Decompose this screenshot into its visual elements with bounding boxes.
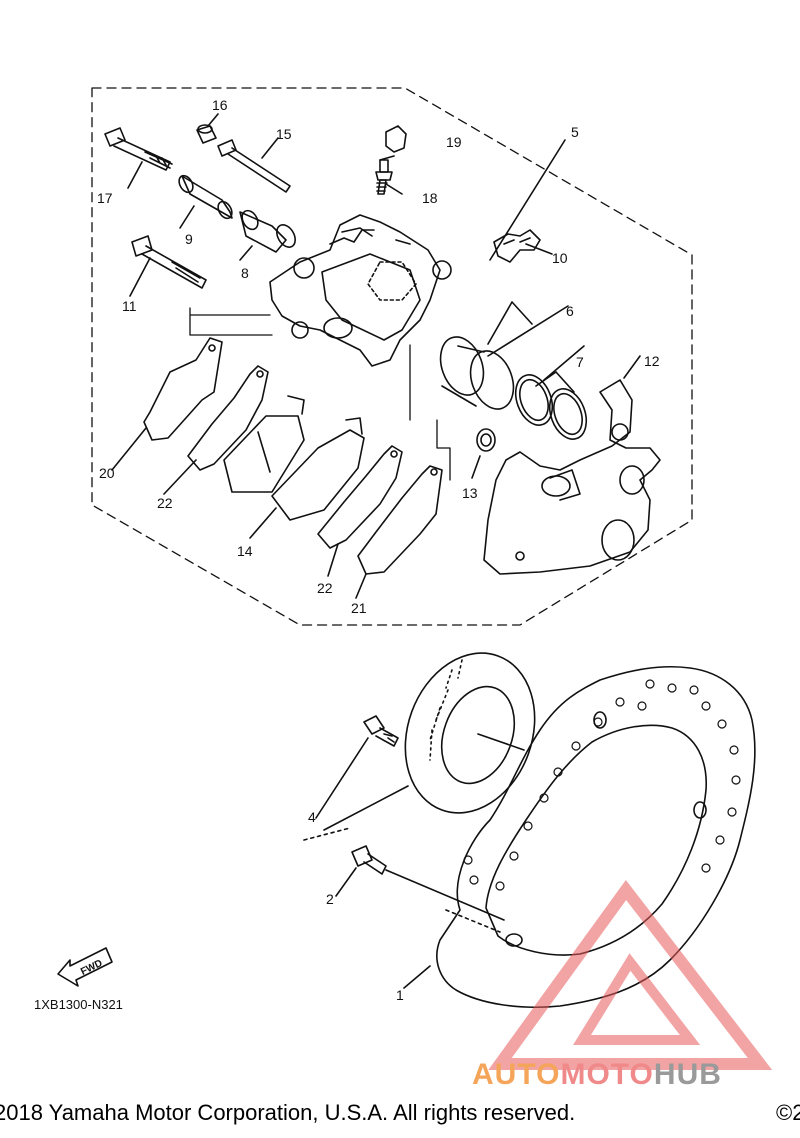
- callout-6: 6: [566, 303, 574, 319]
- pad-spring-10: [493, 229, 541, 263]
- leader-lines-upper: [111, 113, 641, 599]
- callout-12: 12: [644, 353, 660, 369]
- callout-19: 19: [446, 134, 462, 150]
- callout-21: 21: [351, 600, 367, 616]
- copyright-text: 2018 Yamaha Motor Corporation, U.S.A. Al…: [0, 1100, 576, 1125]
- shim-20: [143, 337, 223, 441]
- diagram-part-code: 1XB1300-N321: [34, 997, 123, 1012]
- callout-20: 20: [99, 465, 115, 481]
- boot-8: [239, 209, 296, 253]
- brake-pads-14: [223, 395, 365, 521]
- callout-16: 16: [212, 97, 228, 113]
- bolt-11: [131, 235, 207, 289]
- piston-bracket-lines: [487, 301, 575, 393]
- leader-dashes-lower: [303, 827, 501, 933]
- boot-13: [476, 428, 496, 452]
- piston-6: [439, 336, 515, 410]
- shim-21: [357, 465, 443, 575]
- callout-11: 11: [122, 298, 137, 314]
- bolt-4: [363, 715, 399, 747]
- seals-7: [514, 374, 588, 440]
- callout-22-upper: 22: [157, 495, 173, 511]
- shim-22-upper: [187, 365, 269, 471]
- callout-14: 14: [237, 543, 253, 559]
- abs-sensor-rotor: [404, 652, 536, 814]
- logo-part-auto: AUTO: [472, 1058, 561, 1091]
- fwd-label: FWD: [79, 958, 104, 978]
- shim-22-lower: [317, 445, 403, 549]
- watermark-triangle: [488, 879, 773, 1070]
- pad-group-bracket: [189, 307, 273, 336]
- callout-15: 15: [276, 126, 292, 142]
- callout-9: 9: [185, 231, 193, 247]
- callout-2: 2: [326, 891, 334, 907]
- callout-5: 5: [571, 124, 579, 140]
- callout-4: 4: [308, 809, 316, 825]
- bleeder-cap-19: [385, 125, 407, 153]
- bolt-17: [104, 127, 173, 171]
- sleeve-9: [178, 174, 233, 220]
- callout-7: 7: [576, 354, 584, 370]
- caliper-body: [269, 214, 452, 367]
- logo-part-hub: HUB: [653, 1058, 722, 1091]
- bleeder-screw-18: [375, 159, 393, 195]
- logo-part-moto: MOTO: [560, 1058, 654, 1091]
- callout-8: 8: [241, 265, 249, 281]
- bolt-2: [351, 845, 387, 875]
- bracket-12: [483, 379, 661, 575]
- callout-10: 10: [552, 250, 568, 266]
- pad-group-bracket-right: [409, 344, 451, 481]
- assembly-boundary: [91, 87, 693, 626]
- cap-16: [196, 124, 217, 144]
- callout-17: 17: [97, 190, 113, 206]
- callout-22-lower: 22: [317, 580, 333, 596]
- callout-18: 18: [422, 190, 438, 206]
- callout-1: 1: [396, 987, 404, 1003]
- pin-15: [217, 139, 291, 193]
- callout-13: 13: [462, 485, 478, 501]
- brake-disc-1: [436, 665, 756, 1009]
- automotohub-logo: AUTOMOTOHUB: [472, 1058, 722, 1092]
- fwd-arrow: [57, 947, 113, 987]
- leader-lines-lower: [315, 733, 525, 989]
- copyright-tail: ©2: [776, 1100, 800, 1125]
